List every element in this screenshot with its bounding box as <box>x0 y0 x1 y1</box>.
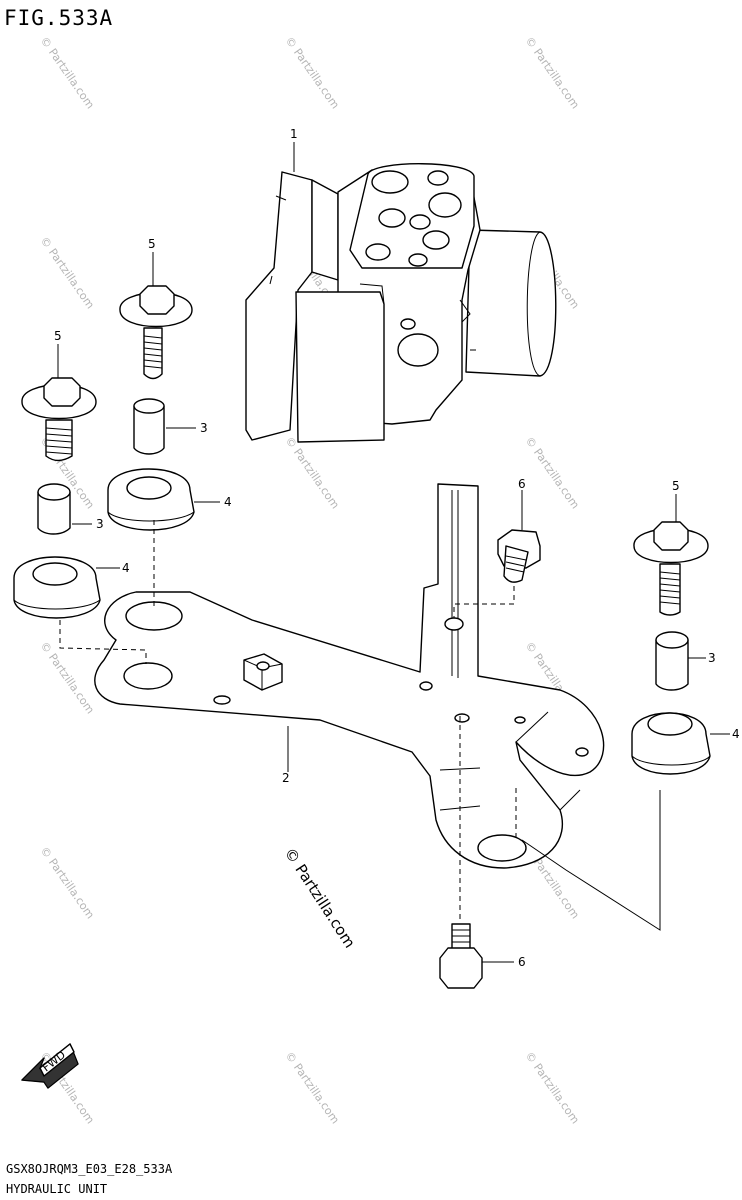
assembly-lines <box>59 520 661 931</box>
callout-6-upper: 6 <box>518 477 526 491</box>
watermark: © Partzilla.com <box>38 844 97 921</box>
watermark: © Partzilla.com <box>283 434 342 511</box>
watermark: © Partzilla.com <box>523 434 582 511</box>
section-title: HYDRAULIC UNIT <box>6 1182 108 1196</box>
callout-5-top: 5 <box>148 237 156 251</box>
grommet-4-right <box>631 712 711 775</box>
bolt-6-upper <box>497 529 541 583</box>
collar-3-right <box>655 631 689 691</box>
callout-2: 2 <box>282 771 290 785</box>
callout-4-right: 4 <box>732 727 740 741</box>
bolt-5-top <box>119 285 193 380</box>
watermark: © Partzilla.com <box>38 234 97 311</box>
callout-1: 1 <box>290 127 298 141</box>
bracket <box>94 483 605 869</box>
callout-4-top: 4 <box>224 495 232 509</box>
bolt-5-left <box>21 377 97 462</box>
watermark: © Partzilla.com <box>523 34 582 111</box>
watermark: © Partzilla.com <box>38 34 97 111</box>
callout-3-left: 3 <box>96 517 104 531</box>
callout-numbers: 1 2 3 3 3 4 4 4 5 5 5 6 6 <box>54 127 740 969</box>
watermark: © Partzilla.com <box>283 34 342 111</box>
watermark: © Partzilla.com <box>38 639 97 716</box>
callout-leaders <box>57 142 730 963</box>
collar-3-top <box>133 398 165 455</box>
hydraulic-unit <box>245 163 557 443</box>
callout-3-top: 3 <box>200 421 208 435</box>
figure-code: GSX8OJRQM3_E03_E28_533A <box>6 1162 173 1176</box>
callout-3-right: 3 <box>708 651 716 665</box>
figure-title: FIG.533A <box>4 6 114 30</box>
bolt-5-right <box>633 521 709 616</box>
grommet-4-top <box>107 468 195 531</box>
callout-6-lower: 6 <box>518 955 526 969</box>
watermark: © Partzilla.com <box>283 1049 342 1126</box>
callout-5-right: 5 <box>672 479 680 493</box>
grommet-4-left <box>13 556 101 619</box>
bolt-6-lower <box>439 923 483 989</box>
collar-3-left <box>37 483 71 535</box>
watermark: © Partzilla.com <box>523 1049 582 1126</box>
callout-4-left: 4 <box>122 561 130 575</box>
copyright-text: © Partzilla.com <box>281 844 359 951</box>
callout-5-left: 5 <box>54 329 62 343</box>
